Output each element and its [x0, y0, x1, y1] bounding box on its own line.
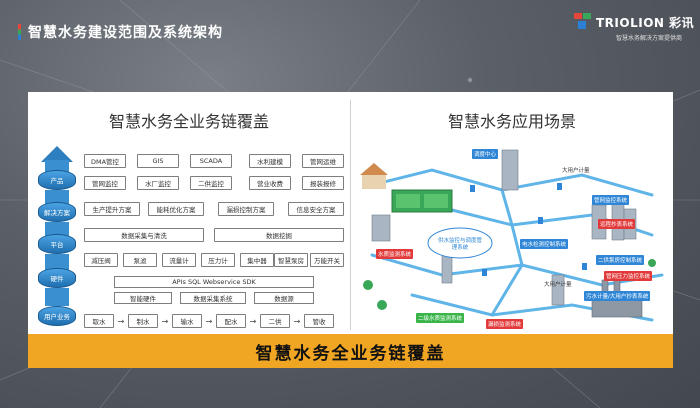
- scene-label-dispatch: 调度中心: [472, 149, 499, 159]
- chain-arrow-icon: →: [205, 316, 213, 326]
- chain-arrow-icon: →: [117, 316, 125, 326]
- stack-layer-business: 用户业务: [38, 306, 76, 326]
- hardware-switch: 万能开关: [310, 253, 344, 267]
- product-dma: DMA管控: [84, 154, 126, 168]
- solution-security: 信息安全方案: [288, 202, 344, 216]
- architecture-stack: 产品 解决方案 平台 硬件 用户业务: [38, 146, 76, 332]
- hardware-flowmeter: 流量计: [162, 253, 196, 267]
- product-hydraulic: 水利建模: [249, 154, 291, 168]
- hardware-pump-room: 智慧泵房: [274, 253, 308, 267]
- scene-label-meter-reading: 远程抄表系统: [598, 219, 636, 229]
- product-network-ops: 管网运维: [302, 154, 344, 168]
- brand-tagline: 智慧水务解决方案提供商: [616, 35, 683, 42]
- scene-label-sewage: 污水计量/大用户抄表系统: [584, 291, 651, 301]
- solution-leakage: 漏损控制方案: [218, 202, 274, 216]
- hardware-prv: 减压阀: [84, 253, 118, 267]
- chain-treatment: 制水: [128, 314, 158, 328]
- logo-icon: [574, 13, 591, 29]
- smart-hardware: 智能硬件: [114, 292, 172, 304]
- product-scada: SCADA: [190, 154, 232, 168]
- water-network-illustration: [360, 149, 664, 322]
- solution-production: 生产提升方案: [84, 202, 140, 216]
- scene-label-large-user-2: 大用户计量: [544, 282, 572, 288]
- platform-data-mining: 数据挖掘: [214, 228, 344, 242]
- data-collection-system: 数据采集系统: [180, 292, 246, 304]
- brand-logo: TRIOLION 彩讯 智慧水务解决方案提供商: [572, 10, 695, 46]
- scene-label-electric: 电水检测控制系统: [520, 239, 569, 249]
- scene-label-supply-control: 供水监控与调度管理系统: [438, 238, 483, 251]
- scene-label-leakage: 漏损监测系统: [486, 319, 524, 329]
- hardware-pump: 泵滤: [123, 253, 157, 267]
- chain-arrow-icon: →: [293, 316, 301, 326]
- solution-energy: 能耗优化方案: [148, 202, 204, 216]
- stack-layer-solution: 解决方案: [38, 202, 76, 222]
- scene-label-pump-room: 二供泵房控制系统: [596, 255, 645, 265]
- data-source: 数据源: [254, 292, 314, 304]
- sdk-layer: APIs SQL Webservice SDK: [114, 276, 314, 288]
- brand-name: TRIOLION 彩讯: [596, 16, 695, 30]
- chain-secondary: 二供: [260, 314, 290, 328]
- scene-label-secondary-quality: 二级水质监测系统: [416, 313, 465, 323]
- hardware-concentrator: 集中器: [240, 253, 274, 267]
- page-title: 智慧水务建设范围及系统架构: [28, 25, 223, 41]
- right-panel-title: 智慧水务应用场景: [447, 112, 576, 131]
- hardware-pressure: 压力计: [201, 253, 235, 267]
- stack-arrow-icon: [41, 146, 73, 162]
- chain-transmission: 输水: [172, 314, 202, 328]
- chain-arrow-icon: →: [249, 316, 257, 326]
- platform-data-collection: 数据采集与清洗: [84, 228, 204, 242]
- footer-banner: 智慧水务全业务链覆盖: [28, 334, 673, 368]
- stack-layer-platform: 平台: [38, 234, 76, 254]
- chain-distribution: 配水: [216, 314, 246, 328]
- left-panel-title: 智慧水务全业务链覆盖: [108, 112, 269, 131]
- product-repair: 报装报修: [302, 176, 344, 190]
- scene-label-large-user-1: 大用户计量: [562, 168, 590, 174]
- panel-divider: [350, 100, 351, 330]
- stack-layer-hardware: 硬件: [38, 268, 76, 288]
- product-billing: 营业收费: [249, 176, 291, 190]
- scene-label-pressure: 管网压力监控系统: [604, 271, 653, 281]
- scene-label-water-quality: 水质监测系统: [376, 249, 414, 259]
- product-network-monitor: 管网监控: [84, 176, 126, 190]
- chain-collection: 管收: [304, 314, 334, 328]
- title-accent-bar: [18, 24, 21, 40]
- product-secondary-supply: 二供监控: [190, 176, 232, 190]
- stack-layer-product: 产品: [38, 170, 76, 190]
- chain-arrow-icon: →: [161, 316, 169, 326]
- product-gis: GIS: [137, 154, 179, 168]
- product-plant-monitor: 水厂监控: [137, 176, 179, 190]
- chain-intake: 取水: [84, 314, 114, 328]
- scene-label-network: 管网监控系统: [592, 195, 630, 205]
- application-scene: 调度中心 水质监测系统 管网监控系统 供水监控与调度管理系统 电水检测控制系统 …: [352, 145, 672, 333]
